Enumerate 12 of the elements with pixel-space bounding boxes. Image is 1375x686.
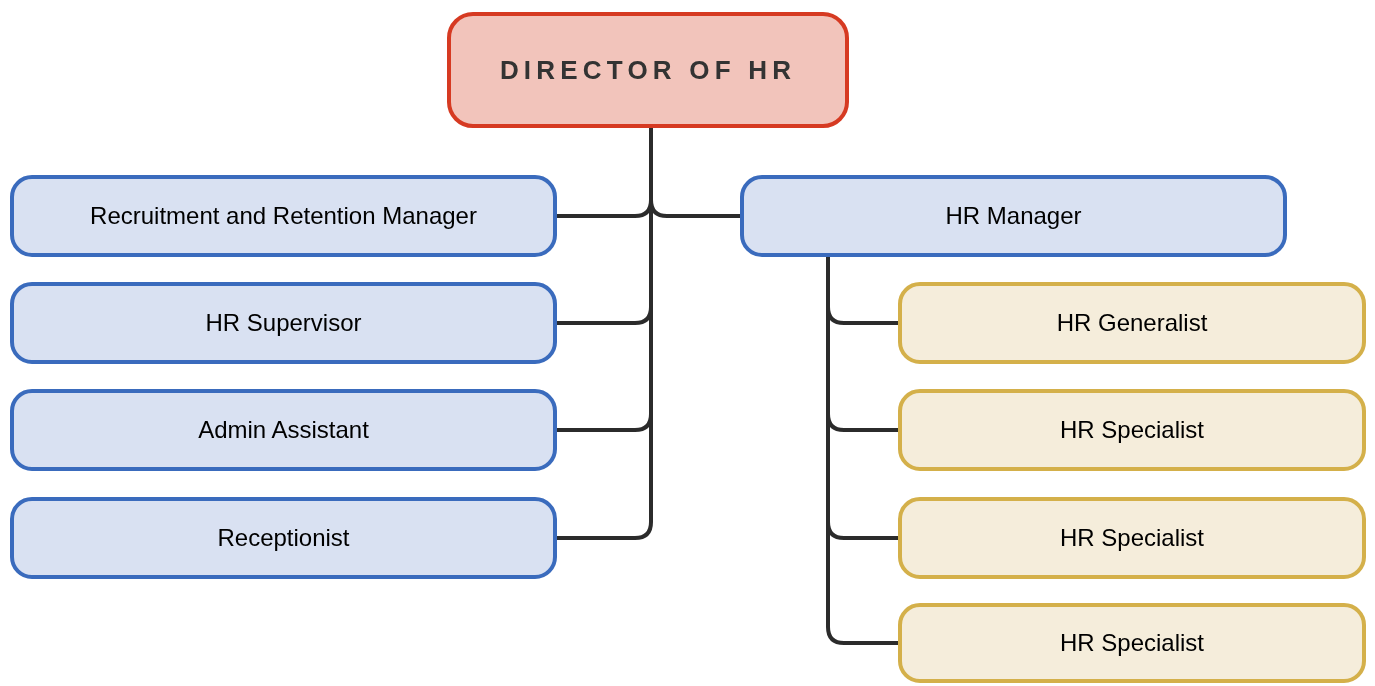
role-box: HR Specialist <box>898 497 1366 579</box>
director-box: DIRECTOR OF HR <box>447 12 849 128</box>
connector-line <box>826 257 898 645</box>
role-box: HR Manager <box>740 175 1287 257</box>
role-box: Admin Assistant <box>10 389 557 471</box>
role-box: HR Specialist <box>898 389 1366 471</box>
role-box: HR Supervisor <box>10 282 557 364</box>
role-box: Recruitment and Retention Manager <box>10 175 557 257</box>
role-box: HR Generalist <box>898 282 1366 364</box>
role-box: Receptionist <box>10 497 557 579</box>
role-box: HR Specialist <box>898 603 1366 683</box>
connector-line <box>557 128 653 540</box>
